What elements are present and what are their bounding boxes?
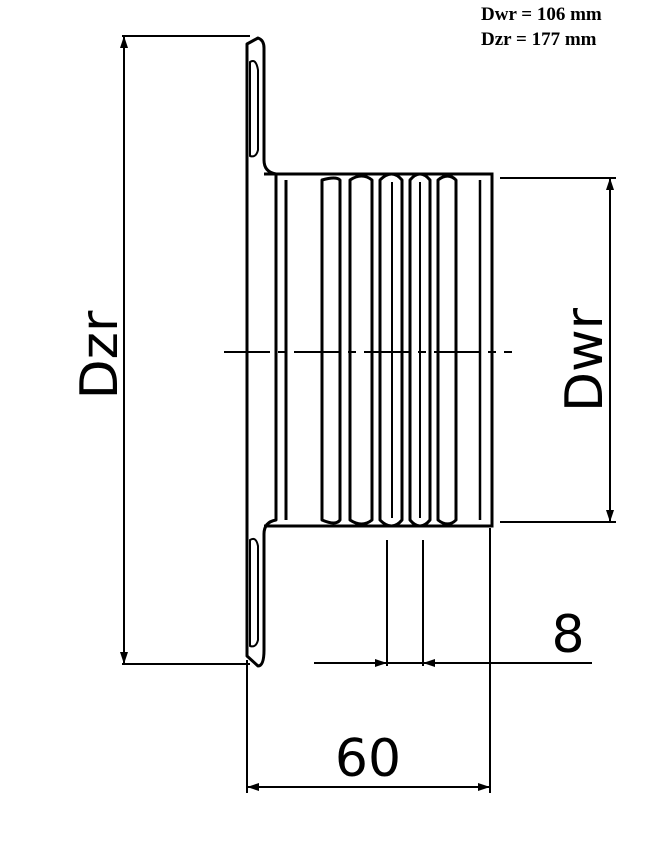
rib-pitch-label: 8	[551, 605, 584, 665]
length-dimension	[246, 528, 491, 793]
dwr-label: Dwr	[555, 307, 615, 412]
ribs	[320, 172, 458, 528]
dwr-dimension	[500, 177, 616, 523]
rib-pitch-dimension	[314, 540, 592, 667]
spec-dzr: Dzr = 177 mm	[481, 29, 597, 50]
dzr-label: Dzr	[70, 310, 130, 399]
dzr-dimension	[120, 35, 250, 665]
flange	[245, 36, 278, 668]
tube-body	[264, 172, 494, 528]
length-label: 60	[335, 729, 401, 789]
spec-dwr: Dwr = 106 mm	[481, 4, 602, 25]
spec-block: Dwr = 106 mm Dzr = 177 mm	[481, 2, 602, 52]
